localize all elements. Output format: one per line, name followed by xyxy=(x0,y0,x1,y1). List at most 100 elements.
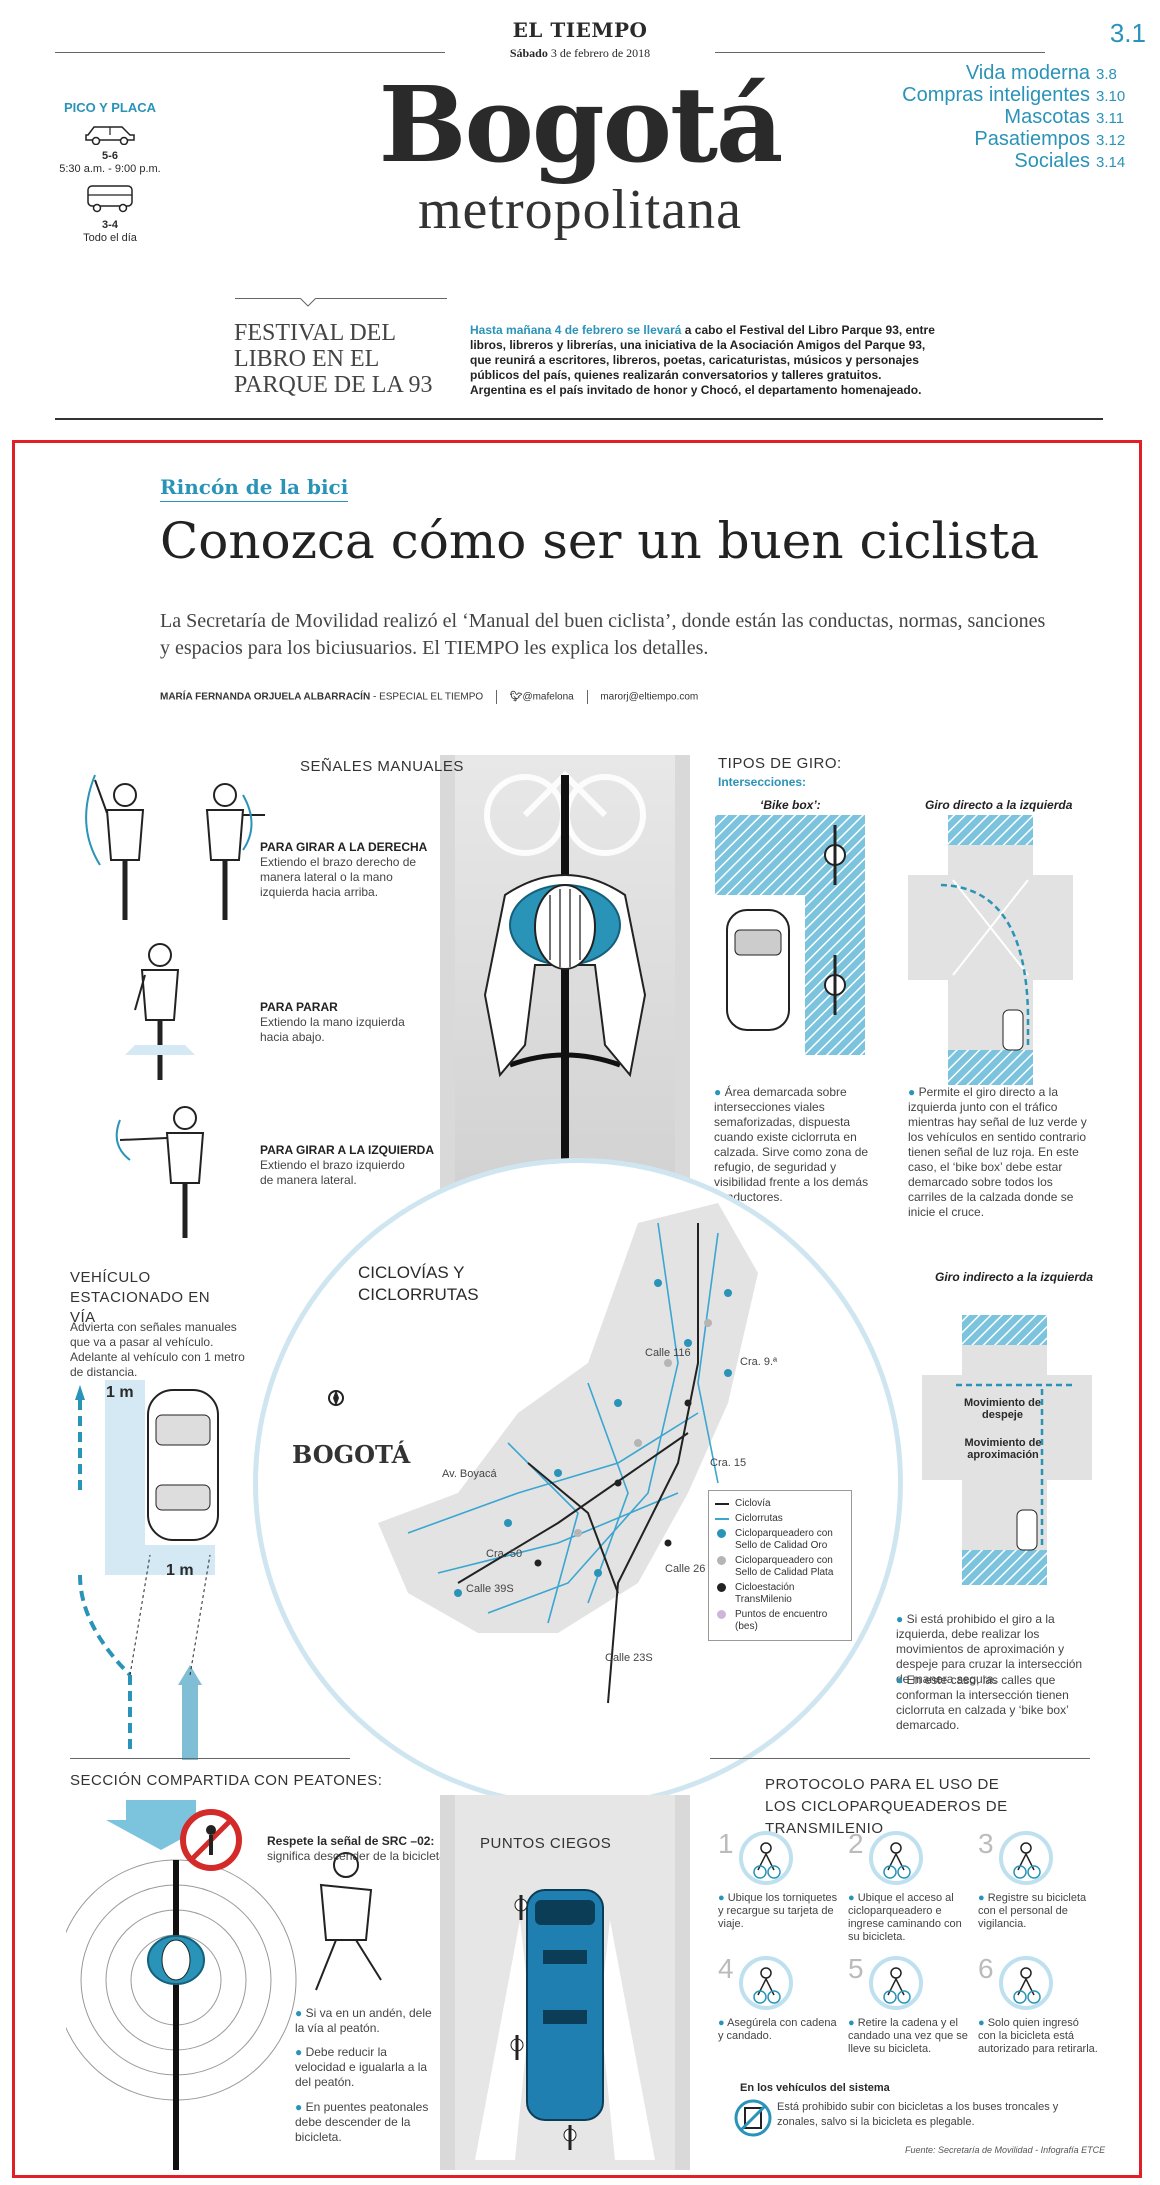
protocol-step-text: Solo quien ingresó con la bicicleta está… xyxy=(978,2017,1098,2056)
protocol-step-bullet: Solo quien ingresó con la bicicleta está… xyxy=(978,2017,1098,2055)
shared-rule xyxy=(70,1758,350,1759)
map-city: BOGOTÁ xyxy=(292,1440,411,1469)
direct-turn-bullet: Permite el giro directo a la izquierda j… xyxy=(908,1085,1087,1219)
toc-page: 3.8 xyxy=(1096,66,1117,83)
bike-box-illustration xyxy=(715,815,865,1055)
street-label: Calle 116 xyxy=(645,1347,691,1359)
section-subtitle: metropolitana xyxy=(417,179,742,241)
taxi-digits: 3-4 xyxy=(102,219,118,231)
shared-bullet: En puentes peatonales debe descender de … xyxy=(295,2100,435,2145)
protocol-step-icon xyxy=(739,1831,793,1885)
protocol-step-bullet: Ubique el acceso al cicloparqueadero e i… xyxy=(848,1892,962,1943)
teaser-body: Hasta mañana 4 de febrero se llevará a c… xyxy=(470,323,940,398)
protocol-step-icon xyxy=(869,1831,923,1885)
protocol-step-text: Ubique el acceso al cicloparqueadero e i… xyxy=(848,1892,968,1944)
legend-label: Cicloparqueadero con Sello de Calidad Or… xyxy=(735,1528,833,1551)
teaser-notch xyxy=(300,298,316,307)
shared-bullet: Si va en un andén, dele la vía al peatón… xyxy=(295,2006,435,2036)
legend-dot-swatch xyxy=(717,1529,726,1538)
bogota-map xyxy=(378,1203,758,1704)
street-label: Av. Boyacá xyxy=(442,1468,497,1480)
protocol-step-bullet: Retire la cadena y el candado una vez qu… xyxy=(848,2017,968,2055)
protocol-step-number: 4 xyxy=(718,1953,734,1984)
header-bottom-rule xyxy=(55,418,1103,420)
legend-label: Puntos de encuentro (bes) xyxy=(735,1609,828,1632)
newspaper-name: EL TIEMPO xyxy=(512,18,648,42)
signal-stop-illustration xyxy=(125,943,195,1080)
legend-item: Cicloparqueadero con Sello de Calidad Pl… xyxy=(715,1555,845,1579)
cars-hours: 5:30 a.m. - 9:00 p.m. xyxy=(59,163,161,175)
masthead-rule-right xyxy=(715,52,1045,53)
direct-turn-label: Giro directo a la izquierda xyxy=(925,798,1073,812)
pico-y-placa: PICO Y PLACA 5-6 5:30 a.m. - 9:00 p.m. 3… xyxy=(55,100,165,245)
toc-item[interactable]: Compras inteligentes 3.10 xyxy=(902,85,1134,107)
teaser-text: a cabo el Festival del Libro Parque 93, … xyxy=(470,323,935,397)
legend-label: Ciclovía xyxy=(735,1498,771,1509)
indirect-turn-illustration xyxy=(922,1315,1092,1585)
signals-title: SEÑALES MANUALES xyxy=(300,758,464,775)
date-text: 3 de febrero de 2018 xyxy=(550,46,651,60)
compass-icon xyxy=(328,1390,344,1406)
legend-line-swatch xyxy=(715,1503,729,1505)
protocol-step-number: 5 xyxy=(848,1953,864,1984)
legend-item: Cicloparqueadero con Sello de Calidad Or… xyxy=(715,1528,845,1552)
parked-text: Advierta con señales manuales que va a p… xyxy=(70,1320,245,1379)
protocol-step-icon xyxy=(999,1956,1053,2010)
taxi-icon xyxy=(87,185,133,213)
turns-subtitle: Intersecciones: xyxy=(718,775,807,789)
byline: MARÍA FERNANDA ORJUELA ALBARRACÍN - ESPE… xyxy=(160,690,698,704)
legend-item: Cicloestación TransMilenio xyxy=(715,1582,845,1606)
legend-dot-swatch xyxy=(717,1583,726,1592)
section-title: Bogotá xyxy=(378,63,784,186)
shared-bullet: Debe reducir la velocidad e igualarla a … xyxy=(295,2045,435,2090)
parked-distance-top: 1 m xyxy=(106,1384,134,1401)
map-circle xyxy=(253,1158,903,1808)
signal-right-text: Extiendo el brazo derecho de manera late… xyxy=(260,855,417,899)
author-email[interactable]: marorj@eltiempo.com xyxy=(600,691,699,703)
date-day: Sábado xyxy=(509,46,548,60)
legend-item: Ciclorrutas xyxy=(715,1513,845,1525)
map-title: CICLOVÍAS Y CICLORRUTAS xyxy=(358,1263,479,1304)
legend-line-swatch xyxy=(715,1518,729,1520)
toc-item[interactable]: Vida moderna 3.8 xyxy=(902,63,1134,85)
twitter-icon: 🐦︎ xyxy=(509,691,523,703)
toc-label: Vida moderna xyxy=(965,62,1090,84)
protocol-step-number: 6 xyxy=(978,1953,994,1984)
article-kicker: Rincón de la bici xyxy=(160,475,349,502)
teaser-title[interactable]: FESTIVAL DEL LIBRO EN EL PARQUE DE LA 93 xyxy=(234,320,433,398)
car-icon xyxy=(85,126,135,146)
no-bike-bus-icon xyxy=(734,2099,772,2137)
legend-dot-swatch xyxy=(717,1556,726,1565)
byline-divider xyxy=(586,690,588,704)
direct-turn-text: Permite el giro directo a la izquierda j… xyxy=(908,1085,1093,1220)
toc-label: Compras inteligentes xyxy=(902,84,1090,106)
protocol-step-bullet: Ubique los torniquetes y recargue su tar… xyxy=(718,1892,837,1930)
protocol-step-text: Ubique los torniquetes y recargue su tar… xyxy=(718,1892,838,1931)
vehicles-text: Está prohibido subir con bicicletas a lo… xyxy=(777,2101,1059,2128)
signal-left-illustration xyxy=(115,1106,205,1238)
street-label: Cra. 50 xyxy=(486,1548,523,1560)
sign-text: significa descender de la bicicleta xyxy=(267,1849,446,1863)
bus-blind-spots-illustration xyxy=(475,1889,655,2160)
turns-title: TIPOS DE GIRO: xyxy=(718,755,842,772)
legend-dot-swatch xyxy=(717,1610,726,1619)
author-twitter[interactable]: @mafelona xyxy=(522,691,574,703)
toc-page: 3.10 xyxy=(1096,88,1126,105)
shared-bullet-text: En puentes peatonales debe descender de … xyxy=(295,2100,428,2144)
bike-box-label: ‘Bike box’: xyxy=(760,798,821,812)
signal-stop-text: Extiendo la mano izquierda hacia abajo. xyxy=(260,1015,405,1044)
legend-label: Cicloestación TransMilenio xyxy=(735,1582,795,1605)
street-label: Calle 23S xyxy=(605,1652,653,1664)
legend-label: Ciclorrutas xyxy=(735,1513,783,1524)
table-of-contents: Vida moderna 3.8 Compras inteligentes 3.10… xyxy=(902,63,1134,173)
protocol-step-bullet: Registre su bicicleta con el personal de… xyxy=(978,1892,1086,1930)
protocol-step-text: Retire la cadena y el candado una vez qu… xyxy=(848,2017,968,2056)
protocol-step-icon xyxy=(999,1831,1053,1885)
cars-digits: 5-6 xyxy=(102,150,118,162)
teaser-rule xyxy=(235,298,447,299)
protocol-steps: 1Ubique los torniquetes y recargue su ta… xyxy=(718,1828,1108,2090)
